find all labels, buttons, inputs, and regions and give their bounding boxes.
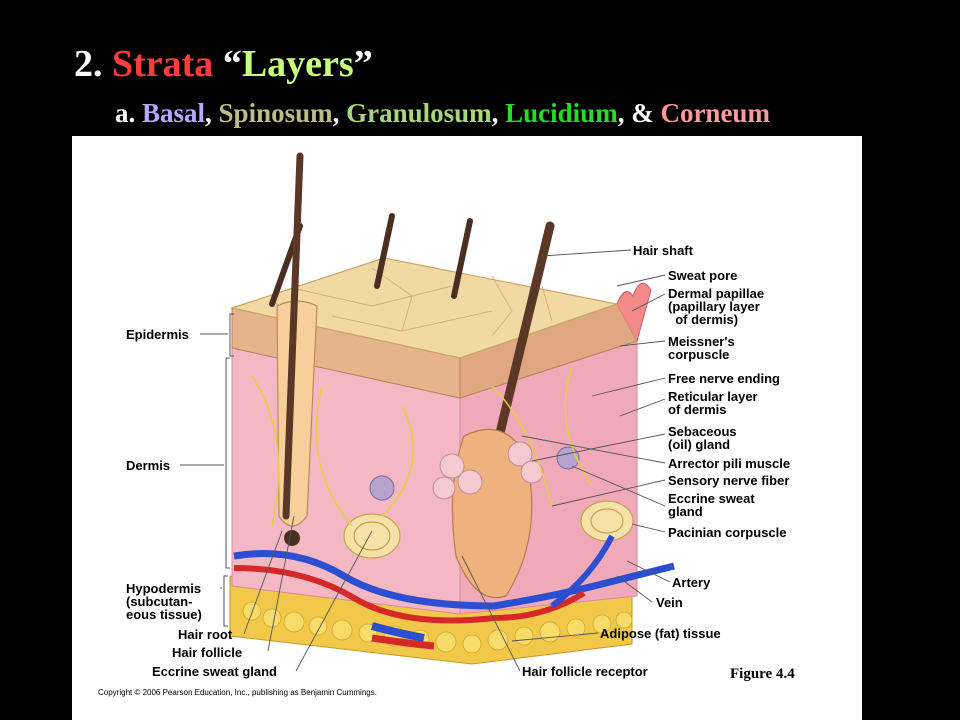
skin-cross-section-illustration bbox=[180, 152, 675, 672]
label-hypodermis: Hypodermis (subcutan- eous tissue) bbox=[126, 581, 202, 622]
label-reticular-layer: Reticular layer of dermis bbox=[668, 389, 758, 417]
label-dermal-papillae: Dermal papillae (papillary layer of derm… bbox=[668, 286, 765, 327]
label-pacinian-corpuscle: Pacinian corpuscle bbox=[668, 525, 787, 540]
slide-subtitle: a. Basal, Spinosum, Granulosum, Lucidium… bbox=[115, 98, 770, 129]
title-close-quote: ” bbox=[353, 43, 373, 85]
layer-corneum: Corneum bbox=[660, 98, 770, 128]
skin-diagram-figure: Epidermis Dermis Hypodermis (subcutan- e… bbox=[72, 136, 862, 720]
title-layers: Layers bbox=[241, 43, 354, 85]
title-strata: Strata bbox=[112, 43, 214, 85]
label-free-nerve-ending: Free nerve ending bbox=[668, 371, 780, 386]
figure-number: Figure 4.4 bbox=[730, 666, 795, 682]
label-meissners-corpuscle: Meissner's corpuscle bbox=[668, 334, 735, 362]
label-sebaceous-gland: Sebaceous (oil) gland bbox=[668, 424, 737, 452]
title-open-quote: “ bbox=[222, 43, 242, 85]
label-artery: Artery bbox=[672, 575, 711, 590]
label-hair-root: Hair root bbox=[178, 627, 233, 642]
layer-granulosum: Granulosum bbox=[346, 98, 492, 128]
label-vein: Vein bbox=[656, 595, 683, 610]
label-sensory-nerve-fiber: Sensory nerve fiber bbox=[668, 473, 790, 488]
subtitle-comma: , bbox=[617, 98, 625, 128]
subtitle-prefix: a. bbox=[115, 98, 136, 128]
label-eccrine-sweat-gland-right: Eccrine sweat gland bbox=[668, 491, 755, 519]
label-eccrine-sweat-gland-bottom: Eccrine sweat gland bbox=[152, 664, 277, 679]
subtitle-comma: , bbox=[491, 98, 499, 128]
subtitle-comma: , bbox=[205, 98, 212, 128]
layer-basal: Basal bbox=[142, 98, 206, 128]
subtitle-comma: , bbox=[332, 98, 340, 128]
label-hair-follicle: Hair follicle bbox=[172, 645, 243, 660]
slide-title: 2. Strata “Layers” bbox=[74, 42, 373, 86]
label-hair-shaft: Hair shaft bbox=[633, 243, 693, 258]
label-epidermis: Epidermis bbox=[126, 327, 189, 342]
title-number: 2. bbox=[74, 43, 103, 85]
label-adipose-tissue: Adipose (fat) tissue bbox=[600, 626, 721, 641]
copyright-notice: Copyright © 2006 Pearson Education, Inc.… bbox=[98, 688, 377, 697]
label-arrector-pili: Arrector pili muscle bbox=[668, 456, 791, 471]
label-sweat-pore: Sweat pore bbox=[668, 268, 738, 283]
subtitle-ampersand: & bbox=[631, 98, 654, 128]
label-hair-follicle-receptor: Hair follicle receptor bbox=[522, 664, 648, 679]
layer-spinosum: Spinosum bbox=[218, 98, 333, 128]
label-dermis: Dermis bbox=[126, 458, 171, 473]
layer-lucidium: Lucidium bbox=[505, 98, 618, 128]
